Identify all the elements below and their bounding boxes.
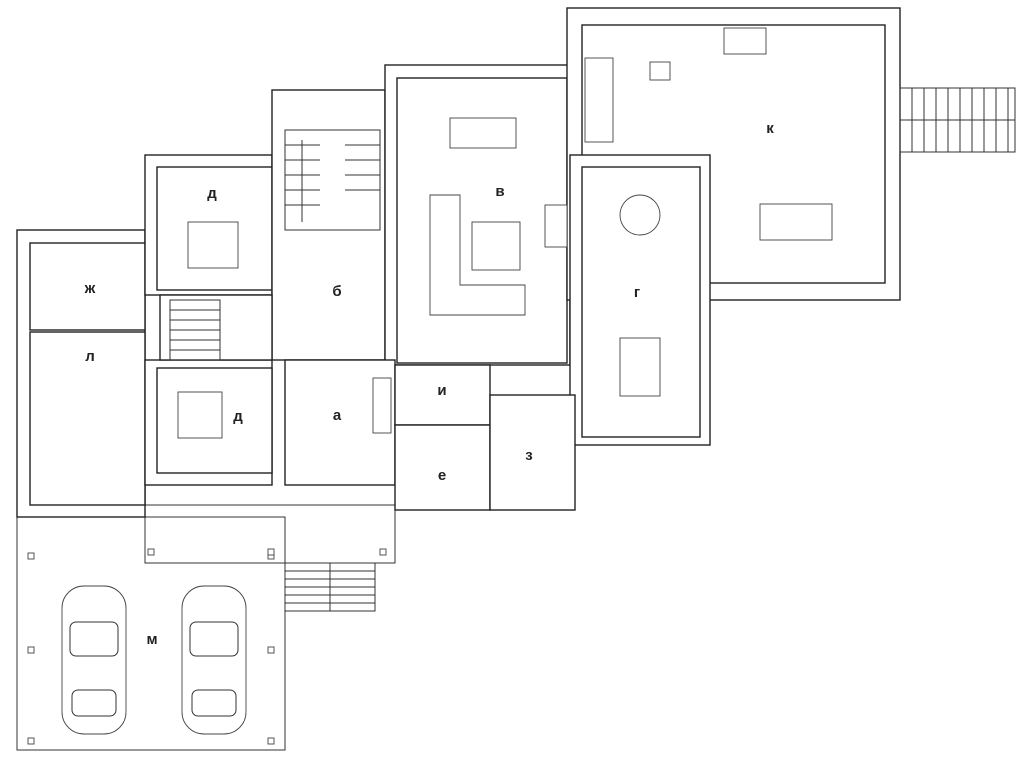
sofa-icon <box>429 194 526 316</box>
room-label-living: в <box>495 183 504 200</box>
round-table-icon <box>619 194 661 236</box>
car-icon <box>181 585 247 735</box>
coffee-table-icon <box>471 221 521 271</box>
bed-icon <box>177 391 223 439</box>
room-label-bedroom-top: д <box>207 185 217 202</box>
room-labels: д д ж л б в а и е з г к м <box>84 120 775 648</box>
dining-table-icon <box>449 117 517 149</box>
room-label-utility: ж <box>84 280 96 297</box>
room-label-kitchen: г <box>634 284 640 301</box>
front-porch <box>144 504 396 612</box>
kitchen-island-icon <box>619 337 661 397</box>
room-label-garage: м <box>146 631 157 648</box>
garage-area <box>16 516 387 751</box>
dining-table-icon <box>759 203 833 241</box>
stairs <box>169 87 1016 361</box>
room-label-entrance: а <box>333 407 342 424</box>
furniture <box>177 27 833 439</box>
room-label-boiler: л <box>85 348 95 365</box>
room-label-wardrobe: е <box>438 467 446 484</box>
room-label-terrace: к <box>766 120 774 137</box>
car-icon <box>61 585 127 735</box>
room-label-bathroom: з <box>525 447 532 464</box>
bed-icon <box>187 221 239 269</box>
room-label-stair-hall: б <box>332 283 341 300</box>
room-label-bedroom-bottom: д <box>233 408 243 425</box>
room-label-pantry: и <box>437 382 446 399</box>
